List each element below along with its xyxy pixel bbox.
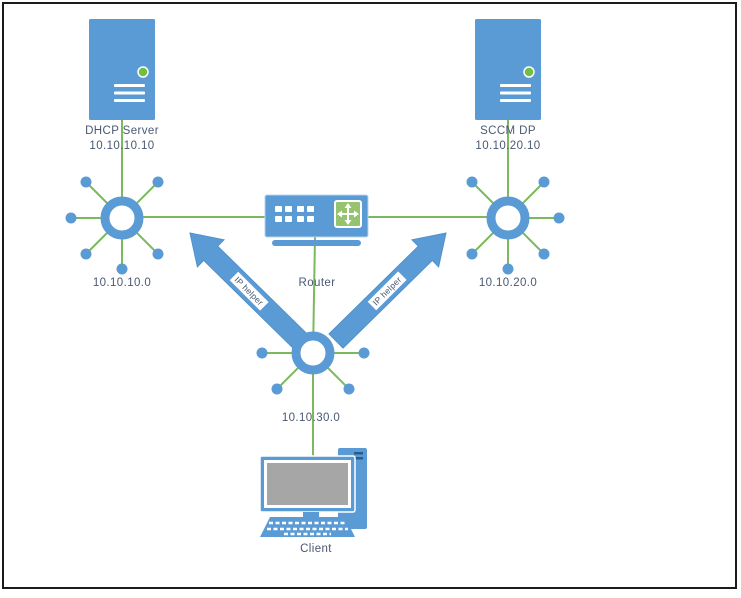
routing-glyph-icon [334, 200, 362, 228]
dhcp-server-icon [89, 19, 155, 120]
server-led-icon [523, 66, 535, 78]
subnet-right-ip: 10.10.20.0 [478, 277, 538, 289]
router-icon [264, 194, 369, 246]
monitor-icon [259, 455, 356, 513]
router-label: Router [298, 277, 336, 289]
tower-drive-slots [354, 452, 363, 460]
subnet-left-ip: 10.10.10.0 [92, 277, 152, 289]
router-base [272, 240, 361, 246]
dhcp-server-ip: 10.10.10.10 [89, 140, 155, 152]
subnet-hub-client-icon [256, 331, 370, 395]
keyboard-icon [260, 517, 355, 537]
sccm-dp-server-icon [475, 19, 541, 120]
subnet-hub-left-icon [65, 176, 164, 275]
client-computer-icon [259, 448, 367, 537]
server-vents-icon [500, 84, 531, 102]
sccm-dp-label: SCCM DP [480, 125, 536, 137]
server-vents-icon [114, 84, 145, 102]
subnet-hub-right-icon [466, 176, 565, 275]
server-led-icon [137, 66, 149, 78]
router-ports [275, 206, 314, 222]
sccm-dp-ip: 10.10.20.10 [475, 140, 541, 152]
client-label: Client [300, 543, 332, 555]
subnet-client-ip: 10.10.30.0 [281, 412, 341, 424]
dhcp-server-label: DHCP Server [85, 125, 159, 137]
